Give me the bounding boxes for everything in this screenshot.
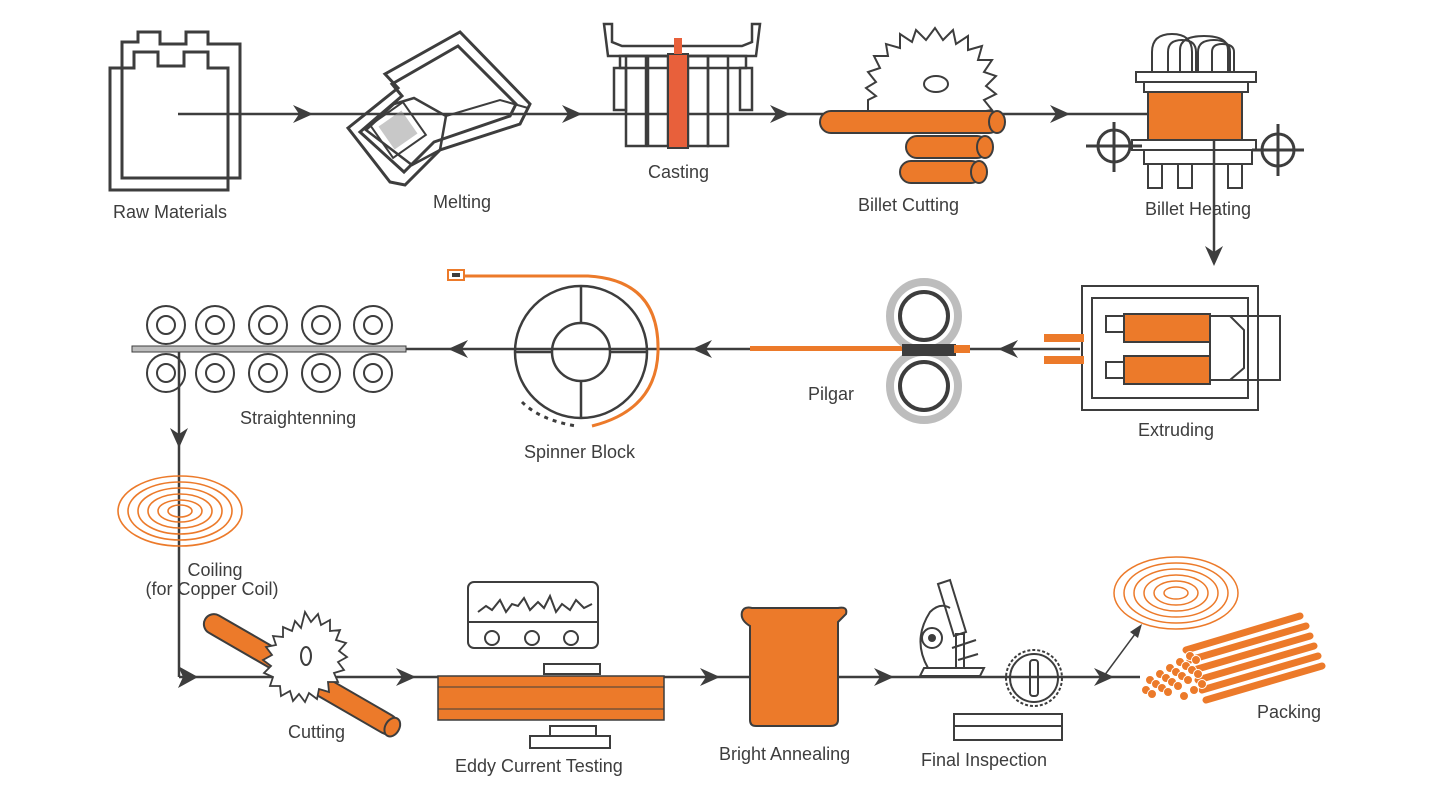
arrow-left-icon [692,340,712,358]
spinner-block-icon [447,269,660,428]
label-cutting: Cutting [288,722,346,742]
cutting-saw-icon [202,609,402,738]
arrow-icon [1130,624,1142,638]
arrow-right-icon [396,668,416,686]
crosshair-icon [1086,122,1142,172]
annealing-beaker-icon [740,606,848,727]
microscope-icon [918,667,986,677]
label-final-inspection: Final Inspection [921,750,1048,770]
arrow-right-icon [770,105,790,123]
label-packing: Packing [1257,702,1322,722]
eddy-current-tester-icon [437,581,665,749]
connector-straightening-to-cutting [170,352,188,677]
label-spinner-block: Spinner Block [524,442,636,462]
label-billet-cutting: Billet Cutting [858,195,960,215]
raw-materials-icon [108,30,242,192]
label-billet-heating: Billet Heating [1145,199,1252,219]
coil-icon [117,475,243,547]
row1-arrows [293,105,1070,123]
arrow-right-icon [293,105,313,123]
arrow-down-icon [1205,246,1223,266]
billet-heating-furnace-icon [1086,32,1304,189]
label-eddy-current-testing: Eddy Current Testing [455,756,623,776]
billet-cutting-icon [819,26,1006,184]
label-bright-annealing: Bright Annealing [719,744,851,764]
connector-heating-to-extruding [1205,140,1223,266]
packing-icon [1103,556,1326,704]
label-pilgar: Pilgar [808,384,855,404]
arrow-down-icon [170,428,188,448]
final-inspection-icon [918,578,1063,741]
label-raw-materials: Raw Materials [113,202,228,222]
straightening-rolls-icon [131,305,407,393]
crosshair-icon [1252,124,1304,176]
casting-machine-icon [602,22,762,149]
saw-blade-icon [864,26,998,113]
saw-blade-icon [261,609,349,704]
extruder-icon [1044,285,1281,411]
arrow-right-icon [178,666,198,688]
arrow-right-icon [562,105,582,123]
label-straightenning: Straightenning [240,408,357,428]
label-coiling-sub: (for Copper Coil) [145,579,279,599]
arrow-left-icon [998,340,1018,358]
label-extruding: Extruding [1138,420,1215,440]
magnifier-icon [1005,649,1063,707]
pilgar-rolls-icon [750,278,970,424]
melting-furnace-icon [345,30,532,187]
arrow-left-icon [448,340,468,358]
label-melting: Melting [433,192,492,212]
arrow-right-icon [874,668,894,686]
arrow-right-icon [700,668,720,686]
arrow-right-icon [1094,668,1114,686]
arrow-right-icon [1050,105,1070,123]
label-casting: Casting [648,162,710,182]
label-coiling: Coiling [187,560,243,580]
